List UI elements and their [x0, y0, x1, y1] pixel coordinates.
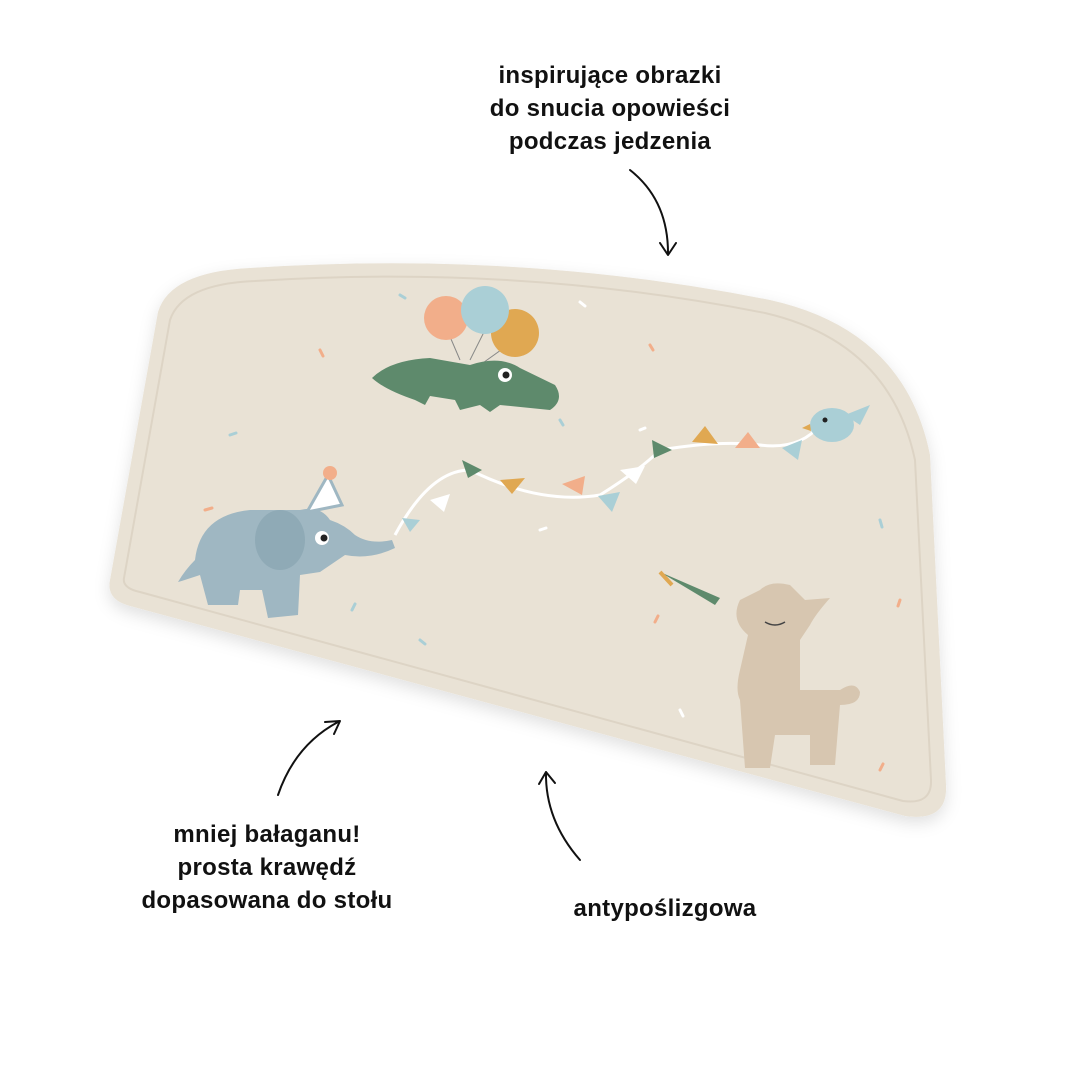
- caption-left: mniej bałaganu! prosta krawędź dopasowan…: [67, 818, 467, 917]
- arrow-top-icon: [629, 169, 677, 256]
- caption-top: inspirujące obrazki do snucia opowieści …: [410, 59, 810, 158]
- placemat: [109, 263, 947, 817]
- caption-top-line: podczas jedzenia: [508, 128, 712, 155]
- caption-left-line: dopasowana do stołu: [141, 887, 393, 914]
- confetti: [203, 293, 902, 772]
- caption-top-line: do snucia opowieści: [489, 95, 731, 122]
- llama: [658, 570, 860, 768]
- arrow-left-icon: [277, 720, 341, 796]
- arrows: [277, 169, 677, 861]
- caption-left-line: mniej bałaganu!: [173, 821, 361, 848]
- arrow-bottom-icon: [538, 771, 581, 861]
- bird: [802, 405, 870, 442]
- balloons: [424, 286, 539, 366]
- crocodile: [372, 358, 559, 412]
- caption-left-line: prosta krawędź: [177, 854, 357, 881]
- elephant: [178, 466, 395, 618]
- caption-top-line: inspirujące obrazki: [498, 62, 722, 89]
- caption-bottom-line: antypoślizgowa: [573, 895, 757, 922]
- caption-bottom: antypoślizgowa: [465, 892, 865, 925]
- bunting: [393, 424, 822, 536]
